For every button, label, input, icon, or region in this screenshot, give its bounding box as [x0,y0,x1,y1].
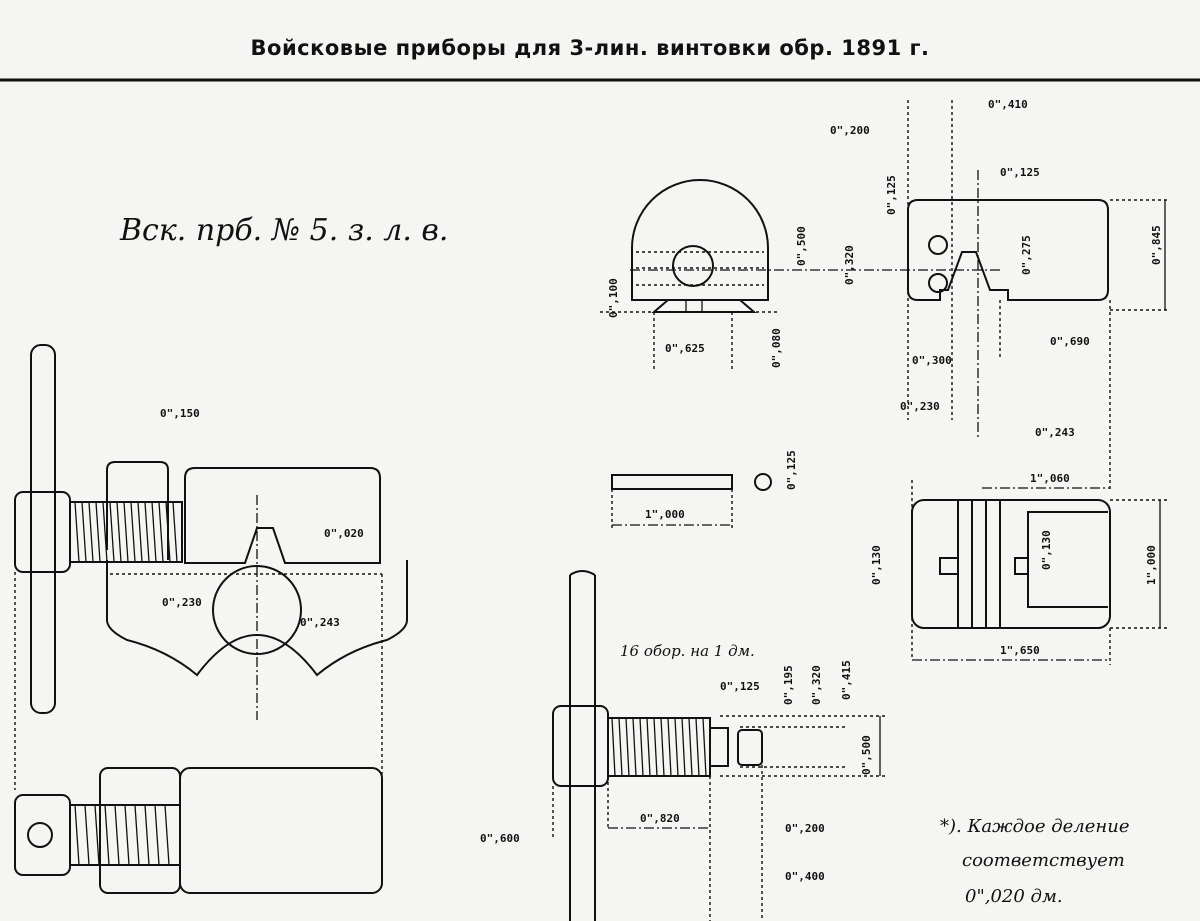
dim-label: 0",125 [785,450,798,490]
dim-label: 0",020 [324,527,364,540]
dim-label: 0",320 [810,665,823,705]
dim-label: 0",230 [162,596,202,609]
dim-label: 0",230 [900,400,940,413]
dim-label: 0",100 [607,278,620,318]
dim-label: 0",243 [300,616,340,629]
dim-label: 0",500 [795,226,808,266]
rod-view [611,473,772,528]
block-front-view [907,100,1170,660]
dim-label: 0",125 [720,680,760,693]
footnote-line-1: *). Каждое деление [940,816,1129,837]
dim-label: 0",200 [785,822,825,835]
footnote-line-3: 0",020 дм. [965,886,1063,907]
assembled-front-view [14,344,408,894]
dim-label: 0",150 [160,407,200,420]
dim-label: 0",320 [843,245,856,285]
dim-label: 0",600 [480,832,520,845]
dim-label: 0",690 [1050,335,1090,348]
screw-detail-view [552,570,885,921]
dim-label: 0",410 [988,98,1028,111]
dim-label: 1",000 [1145,545,1158,585]
dim-label: 0",275 [1020,235,1033,275]
dim-label: 1",060 [1030,472,1070,485]
dim-label: 0",125 [885,175,898,215]
page-title: Войсковые приборы для 3-лин. винтовки об… [251,36,930,60]
dim-label: 0",080 [770,328,783,368]
dim-label: 0",243 [1035,426,1075,439]
dim-label: 0",500 [860,735,873,775]
dim-label: 0",415 [840,660,853,700]
dim-label: 0",130 [870,545,883,585]
dim-label: 0",200 [830,124,870,137]
dim-label: 0",195 [782,665,795,705]
dim-label: 0",625 [665,342,705,355]
block-end-view [600,179,1000,372]
dim-label: 1",650 [1000,644,1040,657]
dim-label: 1",000 [645,508,685,521]
drawing-subtitle: Вск. прб. № 5. з. л. в. [119,213,448,248]
dim-label: 0",845 [1150,225,1163,265]
dim-label: 0",130 [1040,530,1053,570]
footnote-line-2: соответствует [962,850,1125,871]
dim-label: 0",820 [640,812,680,825]
dim-label: 0",125 [1000,166,1040,179]
dim-label: 0",300 [912,354,952,367]
dim-label: 0",400 [785,870,825,883]
thread-note: 16 обор. на 1 дм. [620,642,755,660]
block-top-view [911,499,1170,665]
